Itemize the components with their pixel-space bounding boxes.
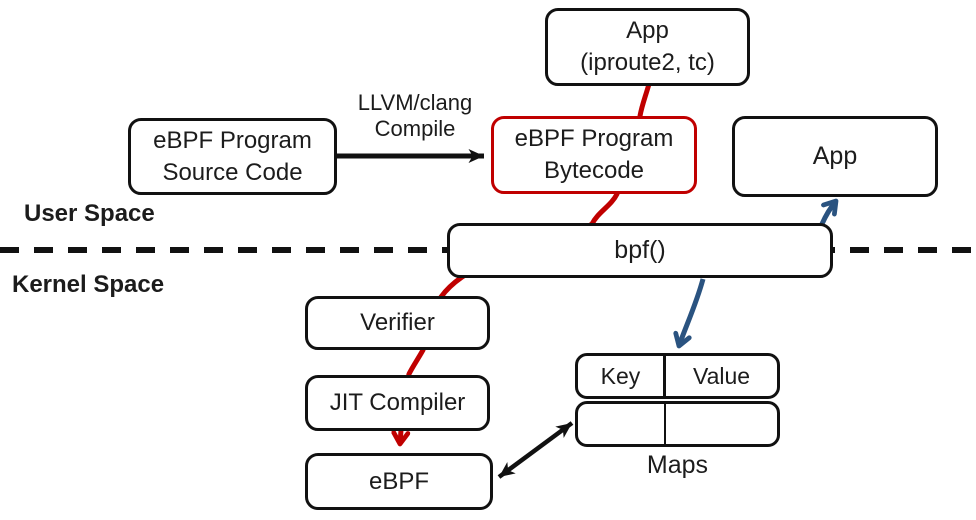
bytecode-label-line1: eBPF Program [514,125,674,153]
maps-value-header-cell: Value [692,362,751,389]
source-code-label-line1: eBPF Program [153,126,312,154]
app-right-box: App [732,116,938,197]
source-code-box: eBPF Program Source Code [128,118,337,195]
jit-compiler-label: JIT Compiler [329,389,466,417]
maps-caption: Maps [646,451,709,479]
app-iproute-label-line1: App [626,17,669,45]
bpf-syscall-label: bpf() [614,236,666,264]
compile-annotation: LLVM/clang Compile [347,90,483,142]
ebpf-box: eBPF [305,453,493,510]
bpf-syscall-box: bpf() [447,223,833,278]
blue-bpf-to-app-arrow [819,198,839,226]
ebpf-label: eBPF [368,467,430,495]
bytecode-label-line2: Bytecode [543,157,645,184]
blue-bpf-to-maps-arrow [673,278,706,349]
maps-value-empty-cell [666,404,777,444]
source-code-label-line2: Source Code [162,158,303,186]
bytecode-box: eBPF Program Bytecode [491,116,697,194]
app-iproute-box: App (iproute2, tc) [545,8,750,86]
app-iproute-label-line2: (iproute2, tc) [580,49,715,76]
verifier-label: Verifier [360,309,435,337]
compile-annotation-line1: LLVM/clang [357,90,473,115]
verifier-box: Verifier [305,296,490,350]
ebpf-maps-double-arrow [497,421,574,479]
maps-header-row: Key Value [575,353,780,399]
maps-key-empty-cell [578,404,666,444]
app-right-label: App [812,142,858,170]
maps-key-header-cell: Key [578,356,666,396]
compile-annotation-line2: Compile [374,115,456,141]
jit-compiler-box: JIT Compiler [305,375,490,431]
maps-empty-row [575,401,780,447]
user-space-label: User Space [24,200,155,227]
kernel-space-label: Kernel Space [12,271,165,298]
